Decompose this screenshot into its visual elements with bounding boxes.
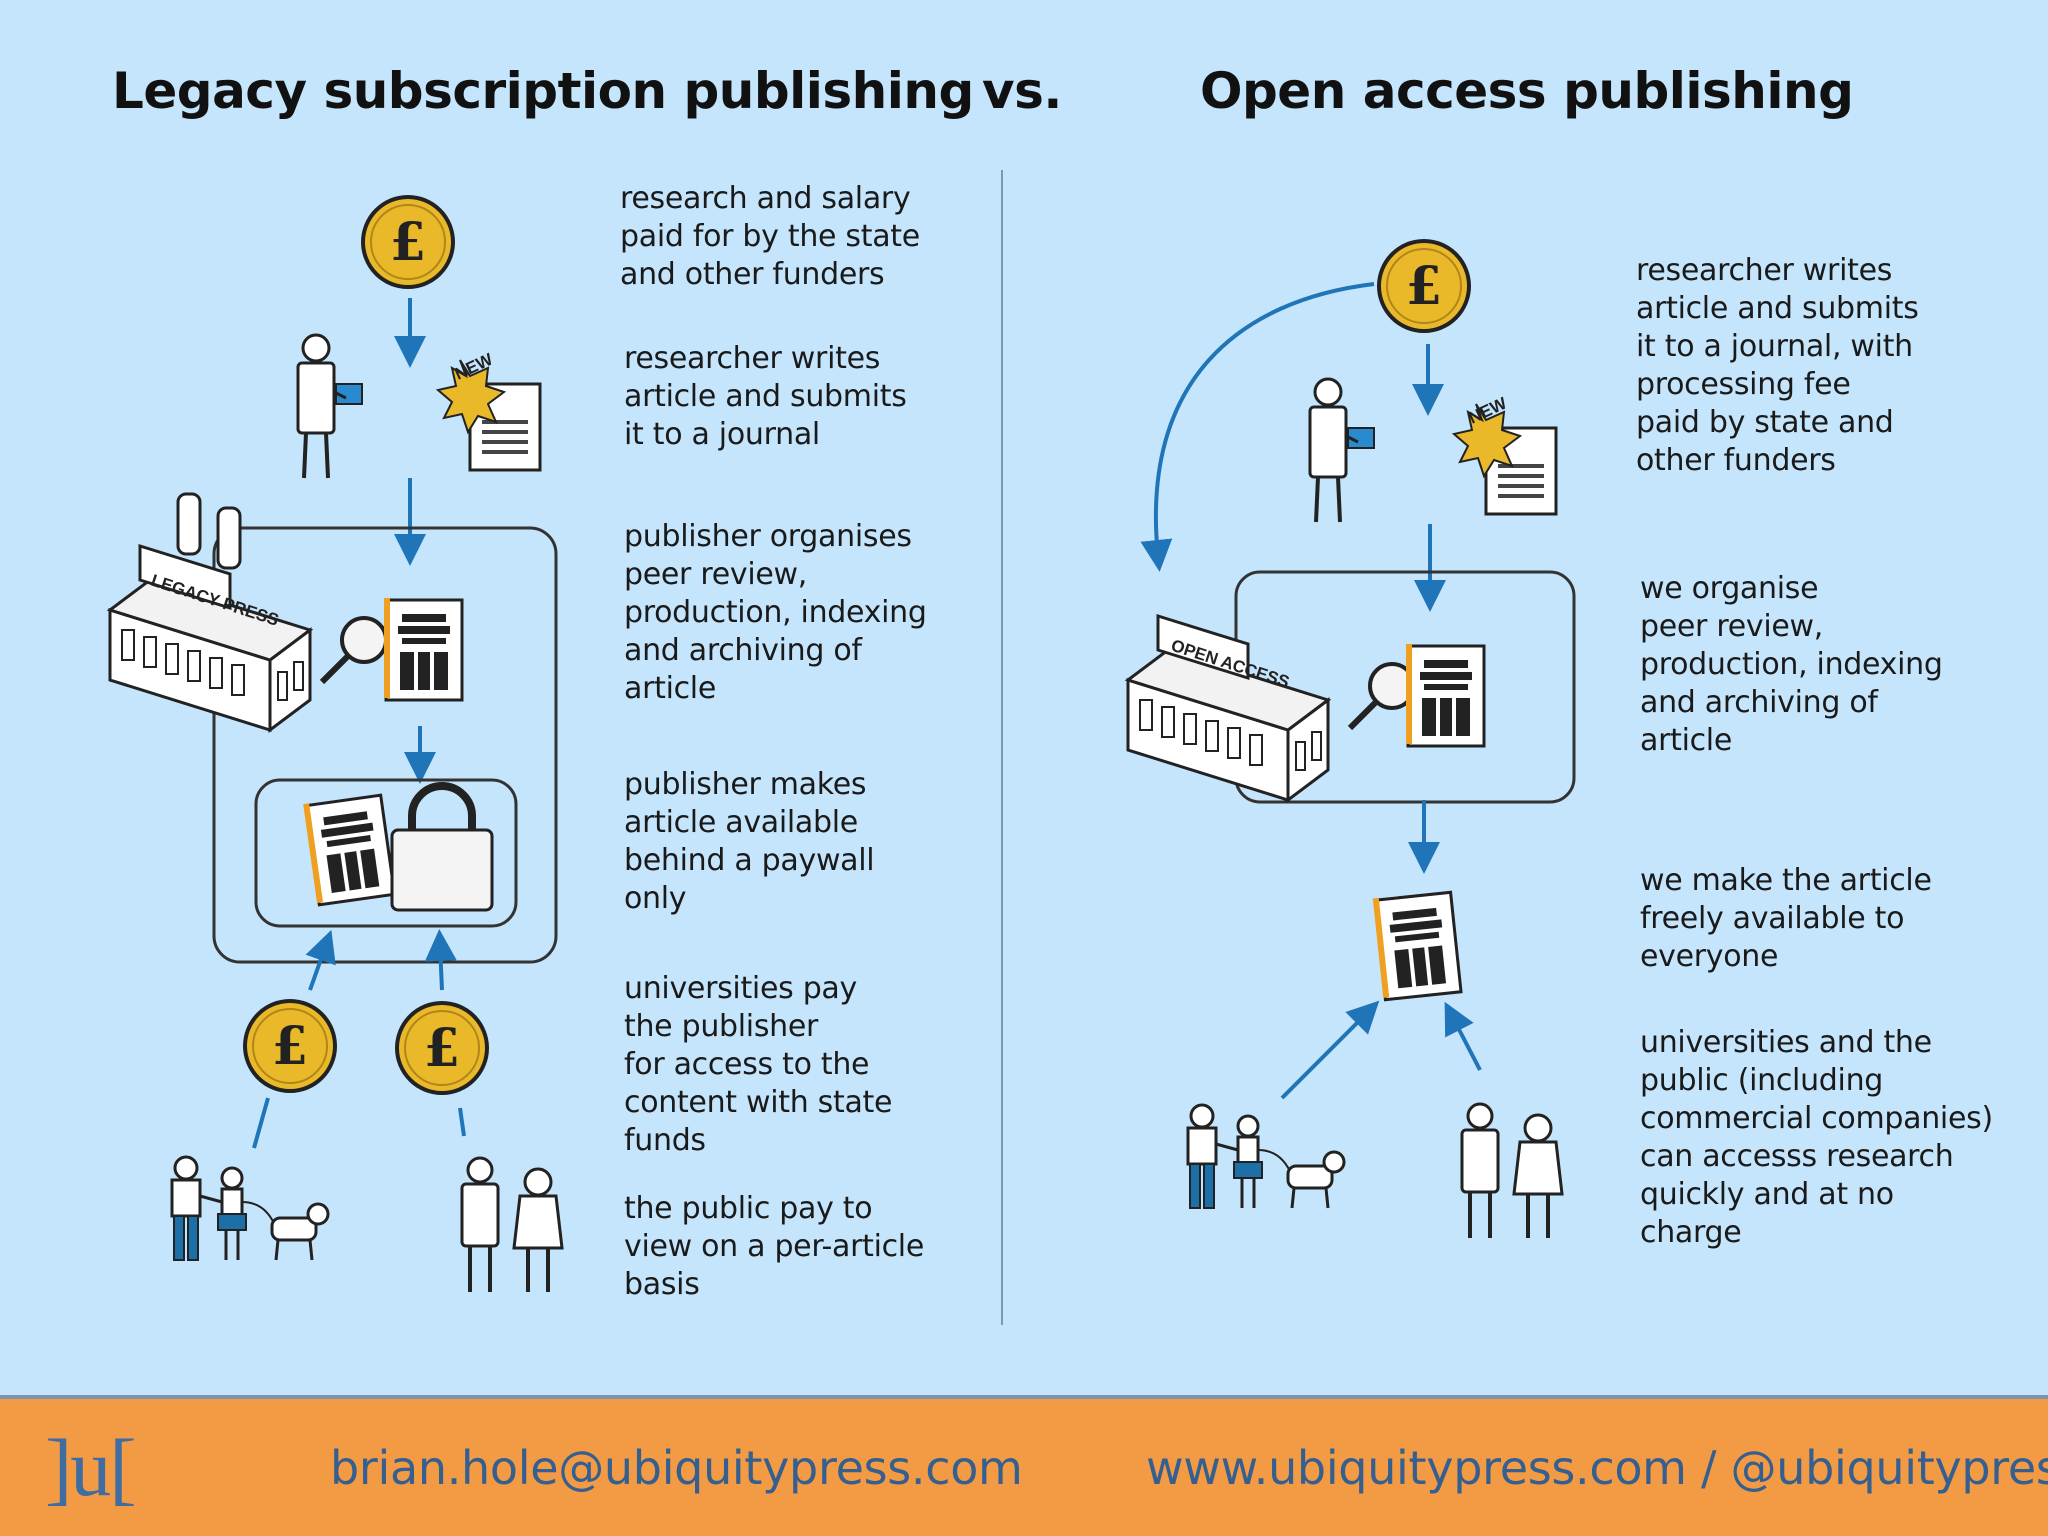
open-access-building: OPEN ACCESS: [1126, 614, 1330, 802]
right-new-article-icon: NEW: [1452, 393, 1558, 516]
footer-bar: ]u[ brian.hole@ubiquitypress.com www.ubi…: [0, 1395, 2048, 1536]
footer-email-link[interactable]: brian.hole@ubiquitypress.com: [330, 1441, 1023, 1495]
padlock-icon: [390, 782, 494, 912]
right-magnifier-icon: [1350, 664, 1414, 728]
left-public-family-figure: [170, 1155, 330, 1262]
left-review-document-icon: [382, 596, 464, 702]
svg-text:£: £: [272, 1016, 308, 1077]
right-arrow-processing-fee: [1140, 282, 1375, 572]
ubiquity-press-logo: ]u[: [45, 1422, 137, 1513]
left-publisher-box: [212, 526, 558, 964]
column-divider: [1001, 170, 1003, 1325]
right-arrow-university-access: [1444, 1001, 1482, 1071]
svg-text:£: £: [424, 1018, 460, 1079]
left-line-public-coin: [252, 1097, 270, 1149]
illustration-layer: £ NEW LEGACY PRESS: [108, 195, 1576, 1294]
right-researcher-figure: [1308, 377, 1376, 524]
left-magnifier-icon: [322, 618, 386, 682]
right-public-family-figure: [1186, 1103, 1346, 1210]
vs-label: vs.: [982, 62, 1062, 120]
svg-text:£: £: [390, 212, 426, 273]
left-caption-public-pay: the public pay to view on a per-article …: [624, 1191, 924, 1302]
free-article-document-icon: [1371, 888, 1463, 1002]
left-new-article-icon: NEW: [436, 349, 542, 472]
open-access-title: Open access publishing: [1200, 62, 1854, 120]
left-line-university-coin: [458, 1107, 466, 1137]
left-caption-paywall: publisher makes article available behind…: [624, 767, 875, 916]
left-funder-coin: £: [361, 195, 455, 289]
left-caption-submit: researcher writes article and submits it…: [624, 341, 907, 452]
paywall-box: [254, 778, 518, 928]
left-caption-funding: research and salary paid for by the stat…: [620, 181, 920, 292]
left-university-staff-figure: [460, 1156, 564, 1294]
svg-text:£: £: [1406, 256, 1442, 317]
paywalled-document-icon: [301, 791, 397, 907]
right-arrow-public-access: [1280, 1000, 1380, 1100]
left-arrow-public-pay: [424, 929, 457, 991]
right-caption-peer-review: we organise peer review, production, ind…: [1640, 571, 1943, 758]
left-researcher-figure: [296, 333, 364, 480]
left-caption-peer-review: publisher organises peer review, product…: [624, 519, 927, 706]
right-caption-free-access: we make the article freely available to …: [1640, 863, 1932, 974]
left-arrow-universities-pay: [305, 929, 336, 991]
right-funder-coin: £: [1377, 239, 1471, 333]
left-coin-universities: £: [395, 1001, 489, 1095]
footer-website-link[interactable]: www.ubiquitypress.com / @ubiquitypress: [1146, 1441, 2048, 1495]
legacy-title: Legacy subscription publishing: [112, 62, 974, 120]
right-caption-submit-fee: researcher writes article and submits it…: [1636, 253, 1919, 478]
right-review-document-icon: [1404, 642, 1486, 748]
left-caption-universities-pay: universities pay the publisher for acces…: [624, 971, 893, 1158]
diagram-canvas: Legacy subscription publishing vs. Open …: [108, 62, 1994, 1325]
right-university-staff-figure: [1460, 1102, 1564, 1240]
right-caption-no-charge: universities and the public (including c…: [1640, 1025, 1993, 1250]
left-coin-public: £: [243, 999, 337, 1093]
